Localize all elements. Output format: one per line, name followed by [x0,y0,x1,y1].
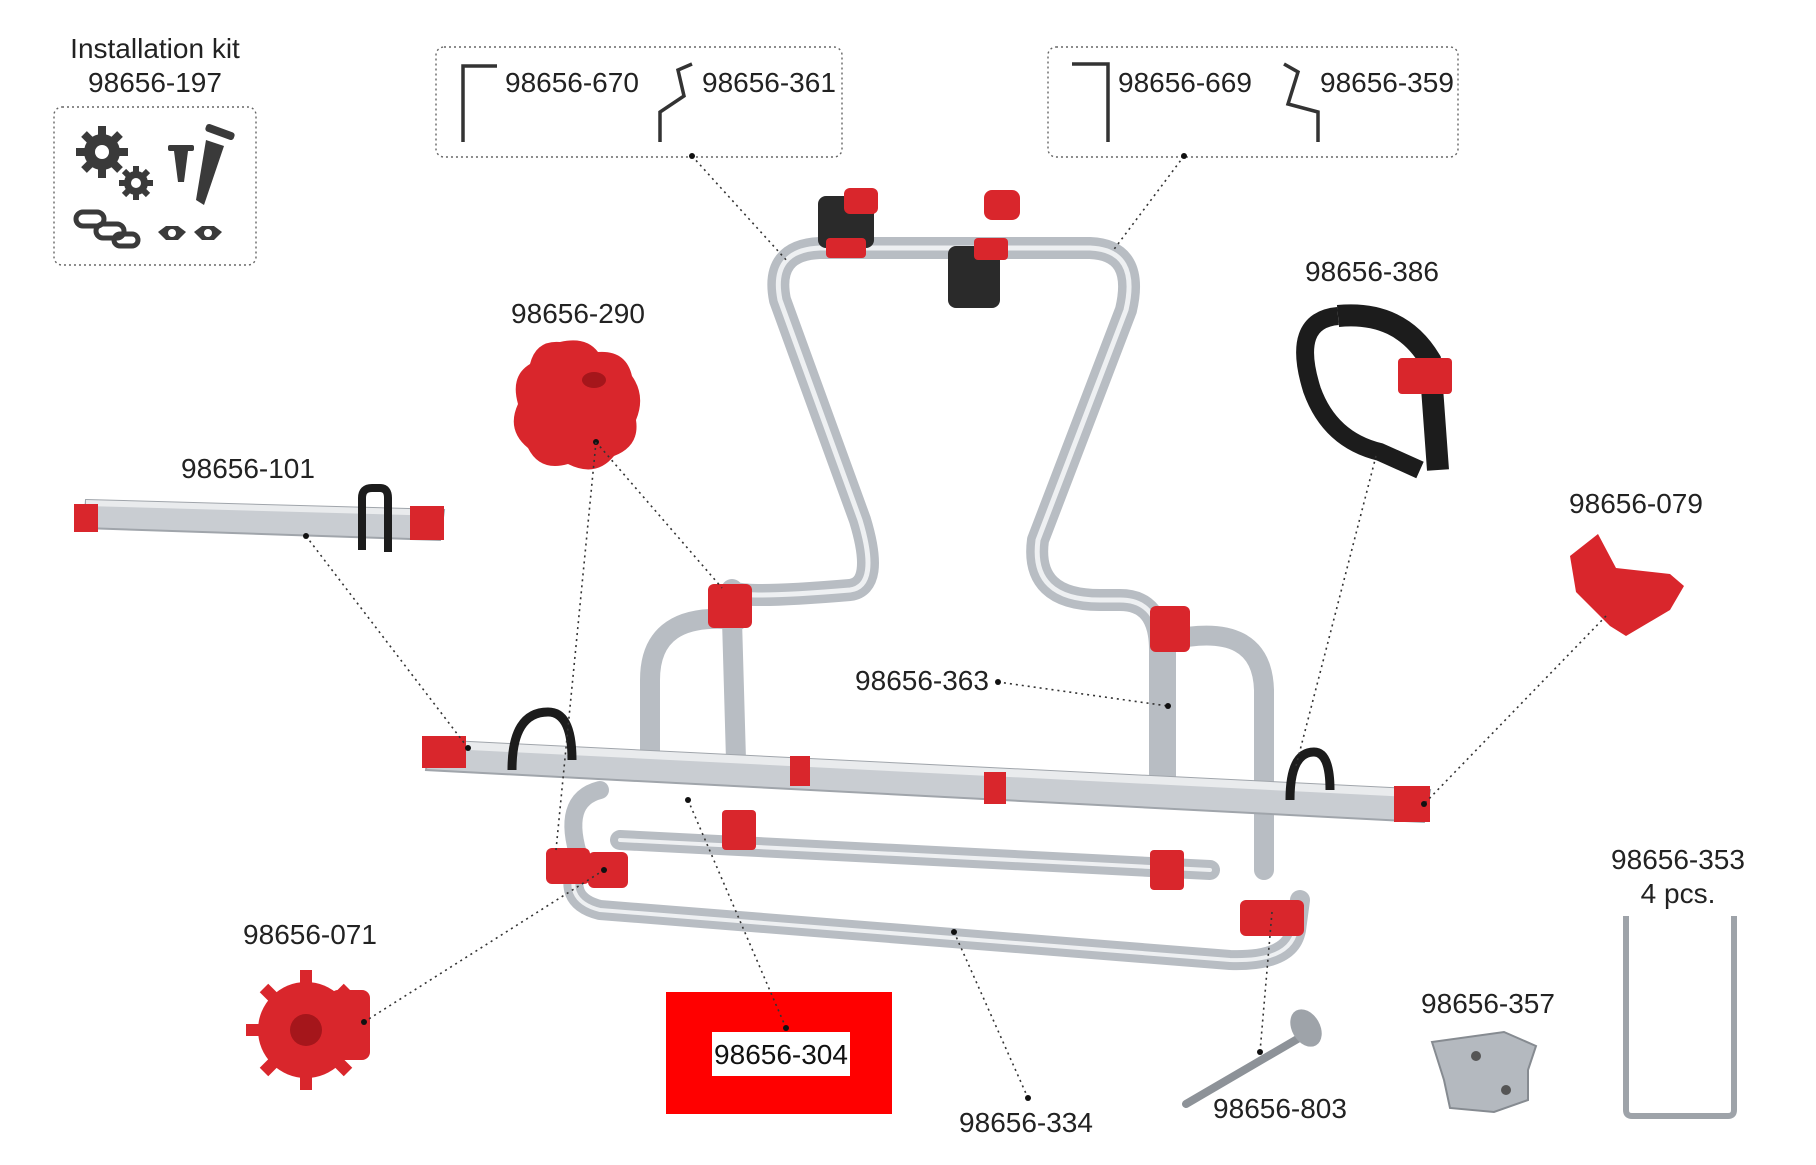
part-079-label: 98656-079 [1569,488,1703,519]
bolt-803-shape [1182,1030,1310,1108]
frame-clamp-left [708,584,752,628]
bracket-359-shape [1283,62,1320,142]
right-outer-leg [1160,625,1274,880]
part-98656-079[interactable]: 98656-079 [1569,488,1703,636]
bracket-box-right[interactable]: 98656-669 98656-359 [1047,46,1459,158]
frame-clamp-right [1150,606,1190,652]
part-98656-363[interactable]: 98656-363 [855,665,989,696]
plate-357-shape [1430,1030,1538,1114]
bracket-670-label: 98656-670 [505,67,639,98]
part-101-label: 98656-101 [181,453,315,484]
part-353-label: 98656-353 [1611,844,1745,875]
rail-strap-left [507,707,577,771]
bracket-079-shape [1570,534,1684,636]
part-290-label: 98656-290 [511,298,645,329]
lower-knob [1240,900,1304,936]
part-98656-334[interactable]: 98656-334 [959,1107,1093,1138]
part-98656-304[interactable]: 98656-304 [666,992,892,1114]
top-wheel-holder-left [818,188,878,258]
bracket-669-shape [1072,62,1110,142]
part-357-label: 98656-357 [1421,988,1555,1019]
upper-frame-tube [721,237,1171,791]
part-98656-803[interactable]: 98656-803 [1182,1004,1347,1124]
rail-end-cap-left [422,736,466,768]
part-98656-353[interactable]: 98656-353 4 pcs. [1611,844,1745,1119]
strap-386-loop [1296,307,1424,479]
nut-icon [158,226,222,240]
bracket-box-left[interactable]: 98656-670 98656-361 [435,46,843,158]
part-98656-386[interactable]: 98656-386 [1296,256,1452,479]
part-386-label: 98656-386 [1305,256,1439,287]
rail-strap-right [1285,747,1335,801]
carrier-frame[interactable] [422,188,1432,971]
knob-290-shape [513,340,641,470]
installation-kit-title: Installation kit [70,33,240,64]
bracket-361-shape [658,62,693,142]
part-071-label: 98656-071 [243,919,377,950]
part-363-label: 98656-363 [855,665,989,696]
part-353-quantity: 4 pcs. [1641,878,1716,909]
part-98656-101[interactable]: 98656-101 [74,453,446,552]
installation-kit-code: 98656-197 [88,67,222,98]
installation-kit-box [53,106,257,266]
bracket-361-label: 98656-361 [702,67,836,98]
top-wheel-holder-right [948,190,1020,308]
part-98656-357[interactable]: 98656-357 [1421,988,1555,1114]
gear-icon [76,126,153,200]
installation-kit[interactable]: Installation kit 98656-197 [53,33,257,266]
leader-lines [303,153,1607,1101]
part-98656-071[interactable]: 98656-071 [243,919,377,1090]
bracket-359-label: 98656-359 [1320,67,1454,98]
label-304-background [712,1032,850,1076]
u-bolt-353-shape [1623,916,1737,1119]
part-803-label: 98656-803 [1213,1093,1347,1124]
part-98656-290[interactable]: 98656-290 [511,298,645,470]
bracket-669-label: 98656-669 [1118,67,1252,98]
bracket-670-shape [461,64,497,142]
left-inner-leg [722,610,746,770]
screw-icon [168,123,235,205]
chain-icon [73,209,141,249]
part-304-label: 98656-304 [714,1039,848,1070]
part-334-label: 98656-334 [959,1107,1093,1138]
